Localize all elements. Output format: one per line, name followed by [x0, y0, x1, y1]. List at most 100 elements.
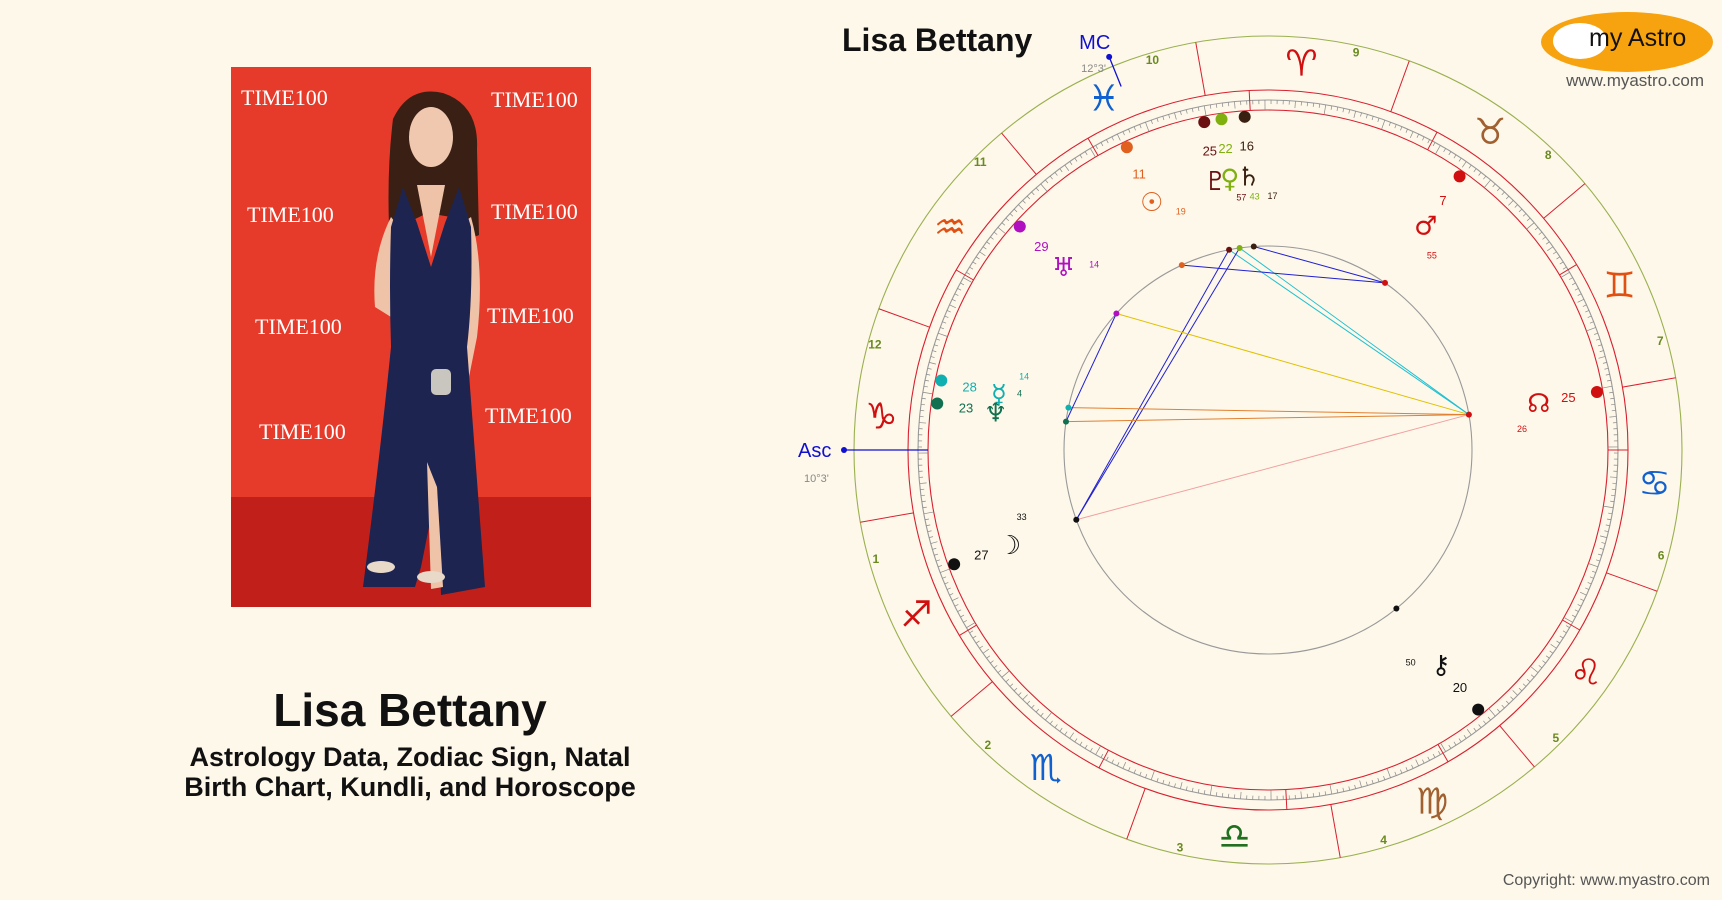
degree-tick [1045, 179, 1049, 184]
house-number: 9 [1353, 46, 1360, 60]
leo-sign-icon: ♌ [1570, 652, 1602, 693]
house-number: 7 [1657, 334, 1664, 348]
sun-degree: 11 [1132, 167, 1146, 182]
chiron-core-point [1393, 605, 1400, 612]
degree-tick [1106, 756, 1109, 761]
degree-tick [1599, 547, 1604, 550]
degree-tick [1571, 614, 1576, 618]
degree-tick [932, 350, 937, 353]
house-cusp-line [1427, 131, 1438, 151]
degree-tick [951, 299, 956, 302]
logo-oval [1553, 23, 1607, 59]
degree-tick [951, 597, 959, 601]
aspect-line [1116, 313, 1470, 416]
house-number: 2 [984, 738, 991, 752]
degree-tick [1106, 139, 1109, 144]
degree-tick [986, 655, 991, 659]
degree-tick [1090, 148, 1096, 158]
degree-tick [1483, 720, 1487, 725]
degree-tick [1512, 690, 1518, 696]
degree-tick [923, 511, 934, 515]
degree-tick [1049, 720, 1053, 725]
neptune-degree: 23 [959, 401, 973, 416]
degree-tick [1150, 770, 1155, 781]
venus-core-point [1236, 244, 1243, 251]
house-number: 11 [974, 155, 987, 169]
degree-tick [1354, 784, 1356, 789]
degree-tick [1574, 609, 1579, 612]
mercury-marker [935, 374, 948, 387]
myastro-logo[interactable]: my Astro [1541, 12, 1713, 72]
degree-tick [1156, 778, 1159, 783]
degree-tick [1324, 791, 1327, 796]
degree-tick [1139, 771, 1142, 776]
sign-divider [1606, 572, 1658, 592]
venus-marker [1215, 113, 1228, 126]
degree-tick [1545, 655, 1550, 659]
degree-tick [1013, 687, 1018, 692]
degree-tick [1550, 643, 1557, 649]
degree-tick [1128, 128, 1131, 133]
degree-tick [1026, 700, 1031, 705]
degree-tick [1589, 576, 1594, 579]
degree-tick [1556, 640, 1561, 644]
pluto-degree: 25 [1203, 144, 1217, 159]
degree-tick [1597, 344, 1602, 347]
degree-tick [924, 379, 930, 382]
degree-tick [921, 500, 926, 503]
degree-tick [932, 547, 937, 550]
degree-tick [1435, 145, 1441, 155]
degree-tick [1458, 157, 1462, 162]
degree-tick [957, 288, 962, 291]
degree-tick [921, 397, 926, 400]
degree-tick [1405, 128, 1408, 133]
chart-title: Lisa Bettany [842, 22, 1033, 58]
pluto-marker [1198, 116, 1211, 129]
aspect-line [1065, 414, 1469, 423]
degree-tick [1405, 767, 1408, 772]
degree-tick [1018, 204, 1024, 210]
degree-tick [1203, 790, 1206, 795]
midheaven-degree: 12°3' [1081, 63, 1106, 75]
degree-tick [1383, 776, 1386, 781]
cancer-sign-icon: ♋ [1638, 463, 1670, 504]
degree-tick [982, 246, 987, 250]
degree-tick [1001, 222, 1006, 226]
degree-tick [930, 356, 935, 358]
backdrop-text-group: TIME100 TIME100 TIME100 TIME100 TIME100 … [241, 85, 578, 444]
house-number: 6 [1658, 548, 1665, 562]
degree-tick [1117, 762, 1120, 767]
wheel-ring [927, 109, 1609, 791]
degree-tick [1542, 236, 1546, 240]
house-cusp-line [959, 624, 977, 636]
degree-tick [1122, 761, 1127, 769]
degree-tick [1560, 272, 1570, 278]
degree-tick [1415, 759, 1419, 767]
aspect-line [1068, 407, 1469, 416]
degree-tick [1035, 708, 1039, 713]
uranus-core-point [1113, 310, 1120, 317]
degree-tick [1084, 744, 1088, 749]
degree-tick [1580, 598, 1585, 601]
mars-icon: ♂ [1414, 212, 1437, 242]
degree-tick [1526, 679, 1531, 683]
degree-tick [1440, 742, 1446, 752]
degree-tick [1360, 112, 1362, 117]
degree-tick [966, 622, 976, 628]
degree-tick [1562, 266, 1567, 270]
degree-tick [986, 241, 991, 245]
degree-tick [1422, 759, 1425, 764]
saturn-icon: ♄ [1237, 163, 1260, 193]
degree-tick [1585, 587, 1590, 590]
site-url[interactable]: www.myastro.com [1566, 71, 1704, 90]
sagittarius-sign-icon: ♐ [900, 594, 932, 635]
degree-tick [990, 660, 994, 664]
sign-divider [1001, 132, 1037, 175]
degree-tick [1585, 310, 1590, 313]
degree-tick [1501, 704, 1505, 709]
house-cusp-line [1248, 90, 1251, 111]
degree-tick [927, 530, 932, 533]
degree-tick [1577, 293, 1582, 296]
degree-tick [1005, 679, 1010, 683]
